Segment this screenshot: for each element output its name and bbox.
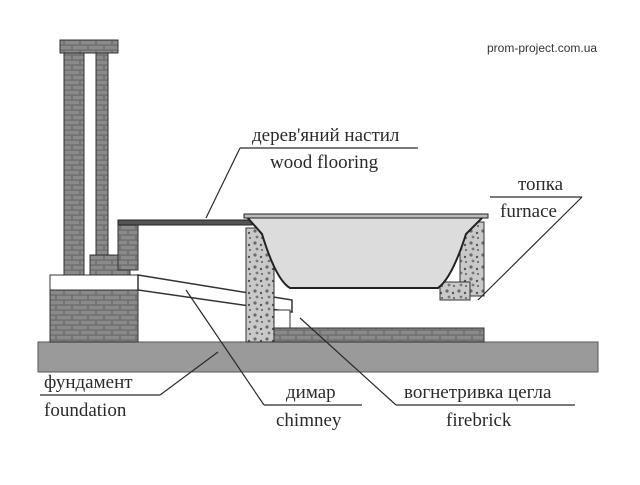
chimney-stack bbox=[49, 39, 141, 343]
label-chimney-en: chimney bbox=[276, 410, 342, 431]
label-firebrick-ua: вогнетривка цегла bbox=[404, 382, 552, 403]
label-furnace-en: furnace bbox=[500, 201, 557, 222]
label-furnace-ua: топка bbox=[518, 174, 564, 195]
leader-lines bbox=[40, 147, 583, 406]
label-firebrick-en: firebrick bbox=[446, 410, 512, 431]
site-watermark: prom-project.com.ua bbox=[487, 41, 598, 55]
firebrick-floor bbox=[273, 327, 485, 343]
label-foundation-en: foundation bbox=[44, 400, 127, 421]
wood-flooring bbox=[117, 219, 253, 226]
label-flooring-en: wood flooring bbox=[270, 152, 379, 173]
label-foundation-ua: фундамент bbox=[44, 372, 133, 393]
flooring-support-wall bbox=[117, 223, 139, 271]
label-flooring-ua: дерев'яний настил bbox=[252, 125, 400, 146]
foundation-slab bbox=[37, 341, 599, 373]
label-chimney-ua: димар bbox=[286, 382, 336, 403]
furnace-tub bbox=[243, 215, 487, 289]
